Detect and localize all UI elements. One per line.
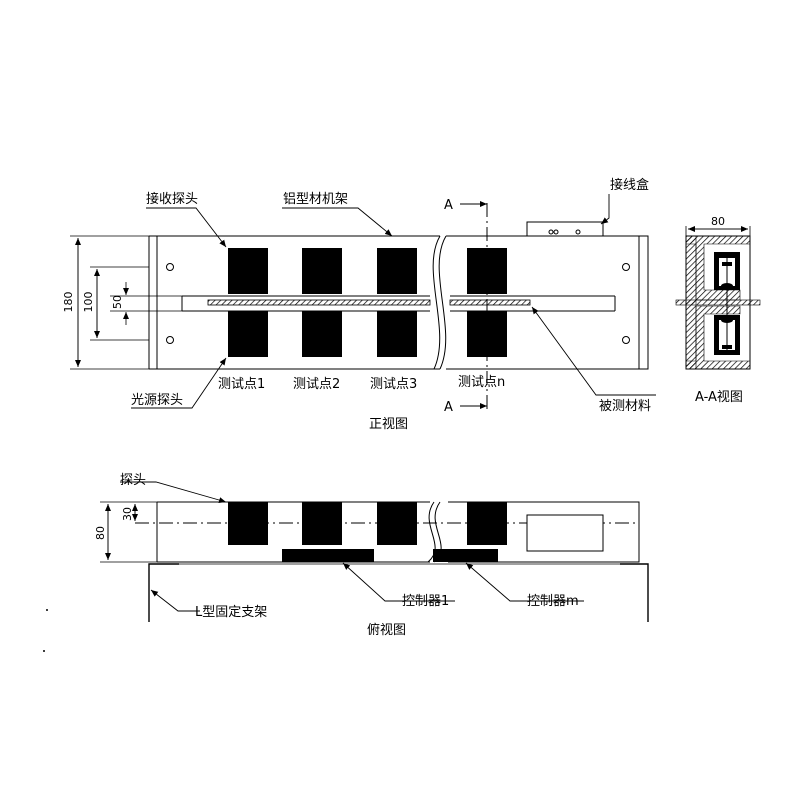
light-source-probe [228,311,268,357]
dimension-180: 180 [62,292,75,313]
top-probe [377,502,417,545]
controller-1 [282,549,374,562]
section-view-caption: A-A视图 [695,390,743,405]
dimension-100: 100 [82,292,95,313]
dimension-30-top: 30 [121,507,134,521]
junction-box [526,221,604,237]
top-junction-box [526,514,604,552]
receiver-probe [302,248,342,294]
mounting-hole [622,336,630,344]
top-probe [467,502,507,545]
controller-m [433,549,498,562]
label-test-point: 测试点3 [370,377,417,392]
light-source-probe [377,311,417,357]
break-line [432,235,441,370]
label-receiver-probe: 接收探头 [146,191,198,207]
label-test-point: 测试点1 [218,377,265,392]
label-measured-material: 被测材料 [599,399,651,414]
top-view: 80 30 探头 控制器1 控制器m L型固定支架 俯视图 [94,473,649,638]
dimension-lines [70,235,182,370]
label-junction-box: 接线盒 [610,177,649,193]
mounting-hole [622,263,630,271]
measured-material-strip [207,299,431,306]
label-probe: 探头 [120,473,146,488]
leader-lines [131,194,656,409]
front-view-caption: 正视图 [369,417,408,432]
receiver-probe [228,248,268,294]
label-frame: 铝型材机架 [283,192,348,207]
receiver-probe [377,248,417,294]
label-controller-m: 控制器m [527,594,579,609]
label-test-point: 测试点n [458,375,505,390]
top-probe [302,502,342,545]
label-section-marker-top: A [444,198,453,213]
l-bracket [148,563,649,622]
mounting-hole [166,263,174,271]
section-material-strip [675,299,761,306]
dimension-50: 50 [111,295,124,309]
section-view: 80 A-A视图 [675,215,761,405]
label-l-bracket: L型固定支架 [195,605,267,620]
label-light-source-probe: 光源探头 [131,393,183,408]
speck [43,650,45,652]
label-section-marker-bottom: A [444,400,453,415]
frame-outline [148,235,649,370]
dimension-80-top: 80 [94,526,107,540]
top-leader-lines [120,481,584,612]
dimension-80-section: 80 [711,215,725,228]
speck [46,609,48,611]
front-view: 180 100 50 接收探头 铝型材机架 A A 接线盒 光源探头 被测材料 … [62,177,656,432]
top-view-caption: 俯视图 [367,622,406,638]
top-probe [228,502,268,545]
label-controller-1: 控制器1 [402,594,449,609]
light-source-probe [302,311,342,357]
label-test-point: 测试点2 [293,377,340,392]
mounting-hole [166,336,174,344]
